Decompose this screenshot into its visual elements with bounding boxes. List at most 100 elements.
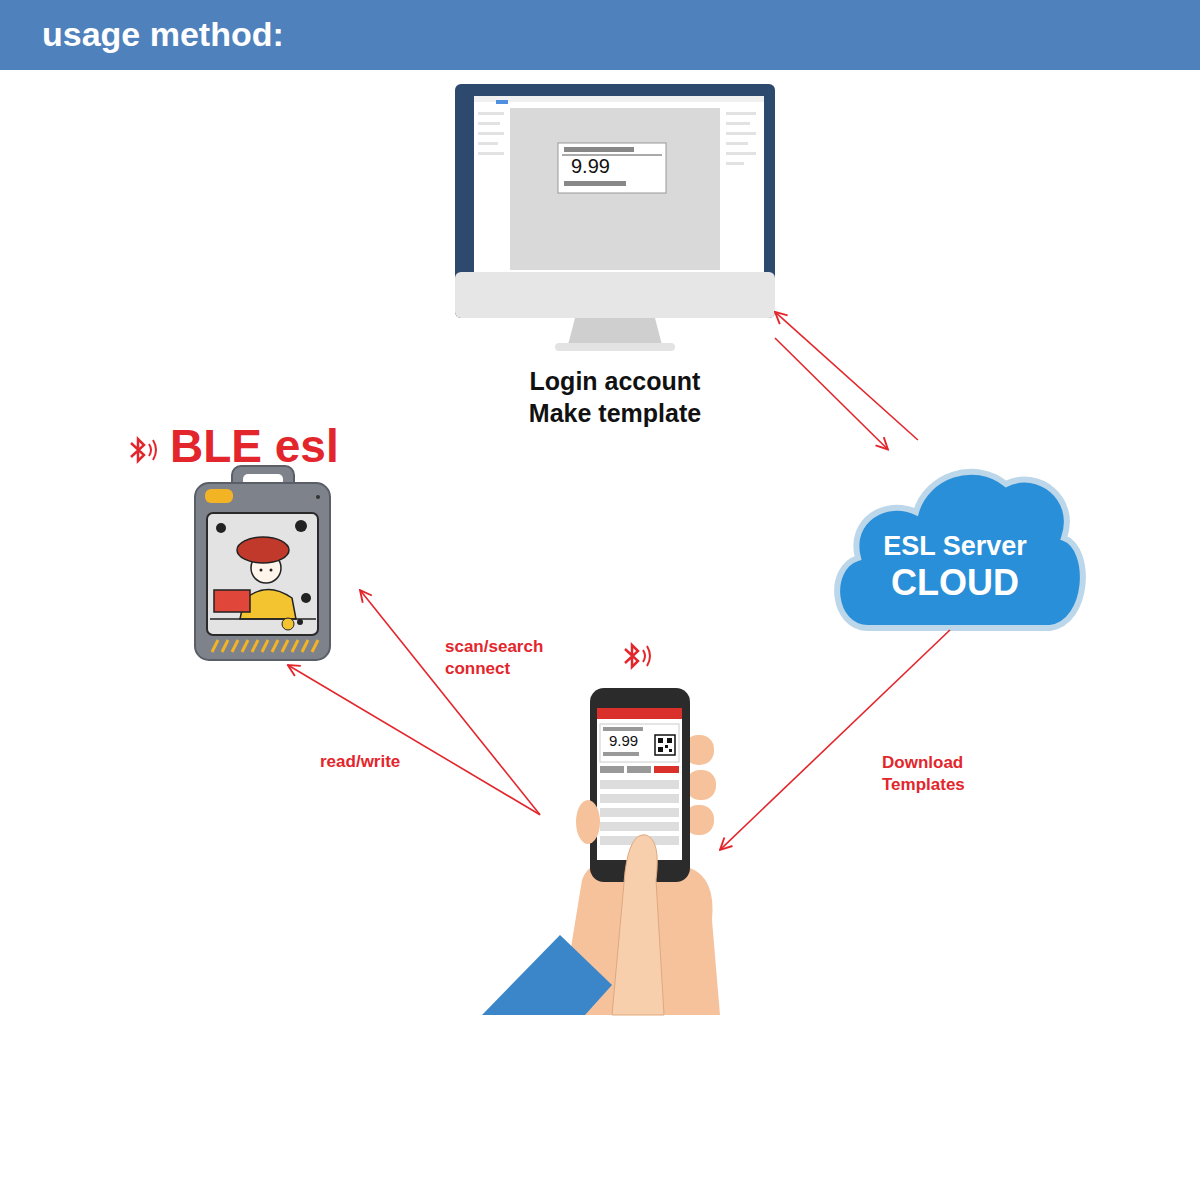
flow-arrow: [775, 312, 918, 440]
esl-tag-illustration-part: [212, 640, 318, 652]
flow-arrow: [288, 665, 540, 815]
monitor-illustration-part: [496, 100, 508, 104]
monitor-illustration-part-part: [478, 112, 504, 115]
bluetooth-icon-part: [131, 439, 144, 461]
esl-tag-illustration-part: [301, 593, 311, 603]
monitor-illustration: [455, 84, 775, 351]
monitor-illustration-part: [474, 96, 764, 272]
price-text: 9.99: [609, 732, 659, 750]
phone-illustration-part-part: [600, 822, 679, 831]
phone-illustration-part: [686, 770, 716, 800]
phone-illustration-part: [654, 766, 679, 773]
esl-tag-illustration-part: [210, 618, 316, 620]
esl-tag-illustration: [195, 466, 330, 660]
phone-illustration-part-part: [600, 808, 679, 817]
esl-tag-illustration-part-part: [282, 640, 288, 652]
esl-tag-illustration-part-part: [272, 640, 278, 652]
device-title: BLE esl: [170, 420, 370, 472]
esl-tag-illustration-part: [216, 523, 226, 533]
bluetooth-icon: [625, 645, 650, 667]
phone-illustration-part: [600, 766, 624, 773]
phone-node: 9.99: [540, 630, 720, 1015]
monitor-illustration-part: [564, 147, 634, 152]
edge-label: read/write: [320, 751, 420, 773]
monitor-node: 9.99Login account Make template: [455, 84, 775, 350]
flow-arrow: [360, 590, 540, 815]
monitor-illustration-part-part: [726, 112, 756, 115]
bluetooth-icon-part: [647, 646, 650, 666]
esl-tag-illustration-part-part: [262, 640, 268, 652]
phone-illustration-part-part: [600, 794, 679, 803]
bluetooth-icon-part: [625, 645, 638, 667]
monitor-illustration-part: [555, 343, 675, 351]
phone-illustration-part: [658, 747, 663, 752]
cloud-node: ESL ServerCLOUD: [828, 440, 1082, 630]
esl-tag-illustration-part: [214, 590, 250, 612]
phone-illustration-part: [603, 727, 643, 731]
phone-illustration-part: [669, 749, 672, 752]
esl-tag-node: BLE esl: [170, 420, 360, 665]
esl-tag-illustration-part-part: [292, 640, 298, 652]
esl-tag-illustration-part-part: [312, 640, 318, 652]
monitor-illustration-part-part: [726, 152, 756, 155]
phone-illustration-part-part: [600, 780, 679, 789]
monitor-illustration-part-part: [726, 142, 748, 145]
title-banner: [0, 0, 1200, 70]
monitor-illustration-part: [455, 84, 775, 318]
phone-illustration: [482, 688, 720, 1015]
monitor-illustration-part-part: [478, 152, 504, 155]
monitor-illustration-part-part: [726, 132, 756, 135]
bluetooth-icon: [131, 439, 156, 461]
phone-illustration-part: [576, 800, 600, 844]
esl-tag-illustration-part-part: [232, 640, 238, 652]
phone-illustration-part: [665, 745, 668, 748]
esl-tag-illustration-part-part: [212, 640, 218, 652]
monitor-illustration-part-part: [726, 122, 750, 125]
esl-tag-illustration-part: [316, 495, 320, 499]
phone-illustration-part: [667, 738, 672, 743]
price-text: 9.99: [571, 154, 641, 178]
monitor-illustration-part: [558, 143, 666, 193]
monitor-illustration-part: [510, 108, 720, 270]
phone-illustration-part: [658, 738, 663, 743]
esl-tag-illustration-part-part: [222, 640, 228, 652]
esl-tag-illustration-part: [260, 569, 263, 572]
esl-tag-illustration-part: [282, 618, 294, 630]
esl-tag-illustration-part-part: [242, 640, 248, 652]
monitor-illustration-part: [568, 318, 662, 345]
monitor-illustration-part-part: [478, 122, 500, 125]
phone-illustration-part: [612, 835, 664, 1015]
esl-tag-illustration-part: [295, 520, 307, 532]
monitor-illustration-part: [564, 181, 626, 186]
bluetooth-icon-part: [643, 650, 645, 662]
monitor-illustration-part-part: [478, 142, 498, 145]
edge-label: scan/search connect: [445, 636, 565, 680]
phone-illustration-part: [627, 766, 651, 773]
phone-illustration-part: [603, 752, 639, 756]
bluetooth-icon-part: [149, 444, 151, 456]
phone-illustration-part: [597, 708, 682, 719]
cloud-title: ESL Server: [828, 530, 1082, 562]
esl-tag-illustration-part-part: [252, 640, 258, 652]
esl-tag-illustration-part: [297, 619, 303, 625]
esl-tag-illustration-part: [237, 537, 289, 563]
phone-illustration-part: [482, 935, 612, 1015]
phone-illustration-part: [600, 724, 679, 762]
esl-tag-illustration-part-part: [302, 640, 308, 652]
cloud-subtitle: CLOUD: [828, 563, 1082, 603]
monitor-illustration-part: [474, 96, 764, 102]
monitor-illustration-part-part: [726, 162, 744, 165]
esl-tag-illustration-part: [195, 483, 330, 660]
esl-tag-illustration-part: [205, 489, 233, 503]
page-title: usage method:: [42, 12, 284, 56]
monitor-illustration-part: [455, 272, 775, 318]
esl-tag-illustration-part: [270, 569, 273, 572]
bluetooth-icon-part: [153, 440, 156, 460]
flow-arrow: [775, 338, 888, 449]
step-caption: Login account Make template: [515, 365, 715, 429]
phone-illustration-part: [655, 735, 675, 755]
monitor-illustration-part-part: [478, 132, 504, 135]
flow-arrow: [720, 630, 950, 850]
esl-tag-illustration-part: [207, 513, 318, 635]
